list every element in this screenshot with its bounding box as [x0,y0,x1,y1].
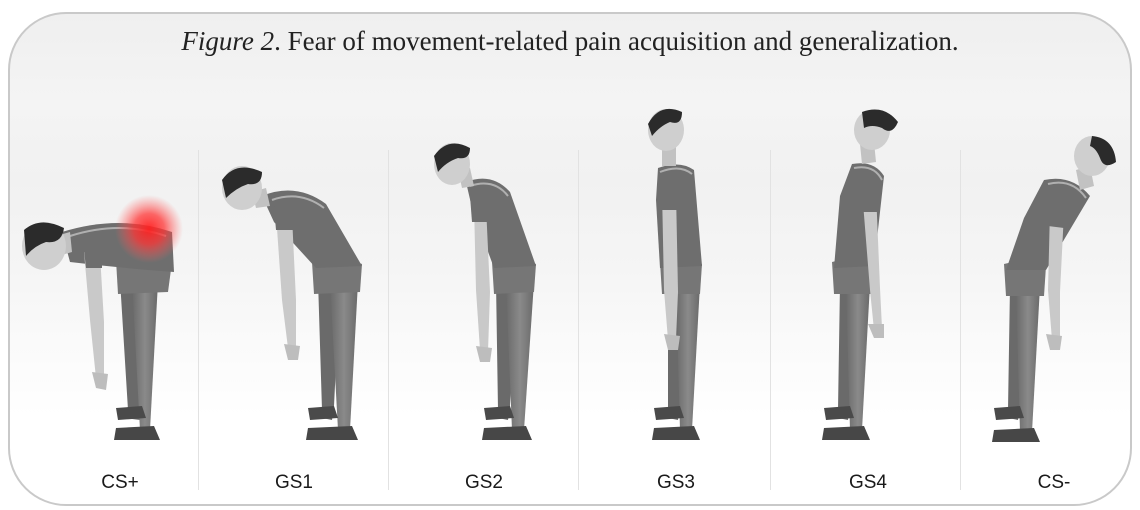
figure-gs3 [648,109,702,440]
figure-gs1 [222,166,362,440]
figure-cs-minus [992,136,1116,442]
label-gs2: GS2 [424,472,544,494]
label-gs3: GS3 [616,472,736,494]
label-cs-minus: CS- [994,472,1114,494]
figure-gs2 [434,143,536,440]
pain-marker [115,195,183,263]
figure-gs4 [822,110,898,440]
figure-cs-plus [22,195,183,440]
label-gs4: GS4 [808,472,928,494]
label-gs1: GS1 [234,472,354,494]
label-cs-plus: CS+ [60,472,180,494]
